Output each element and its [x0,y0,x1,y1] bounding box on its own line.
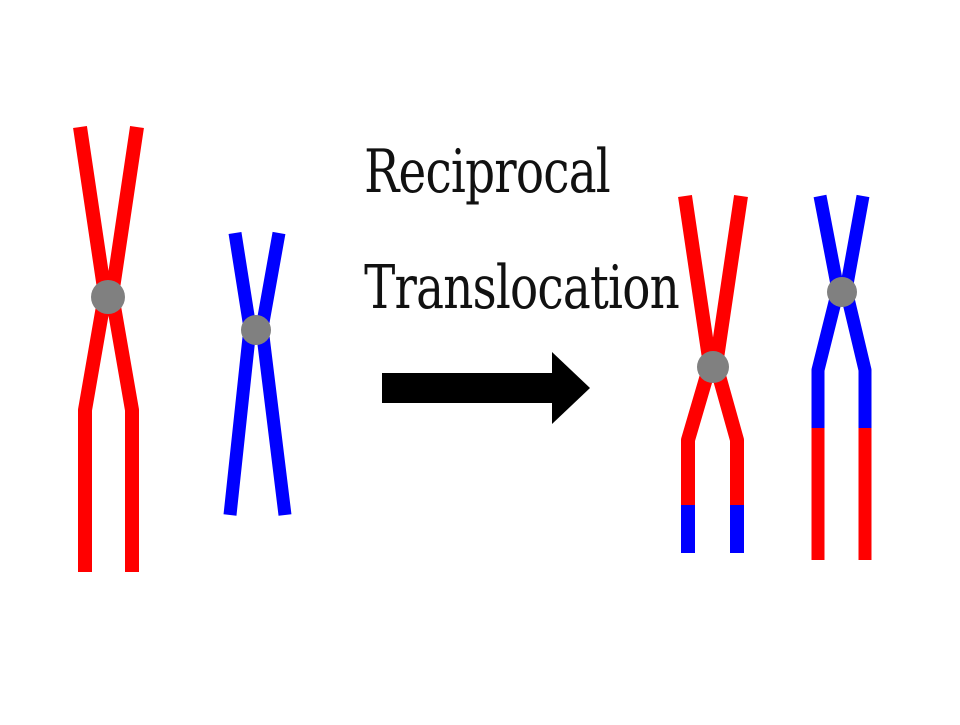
blue-segment-right [839,194,872,428]
blue-chromosome [223,231,292,516]
blue-chromosome-right-arm [255,231,292,516]
red-chromosome-right-arm [105,125,144,572]
red-chromosome [73,125,144,572]
centromere [697,351,729,383]
centromere [827,277,857,307]
red-chromosome-left-arm [73,125,112,572]
arrow-shaft [382,373,557,403]
arrow-head [552,352,590,424]
blue-chromosome-with-red-ends [811,194,872,560]
red-segment-right [709,194,748,505]
red-chromosome-with-blue-ends [678,194,748,553]
blue-segment-left [811,194,845,428]
blue-chromosome-left-arm [223,231,257,516]
caption-line-2: Translocation [364,253,680,323]
centromere [241,315,271,345]
right-arrow-icon [382,352,590,424]
caption-line-1: Reciprocal [364,137,611,207]
red-segment-left [678,194,717,505]
centromere [91,280,125,314]
